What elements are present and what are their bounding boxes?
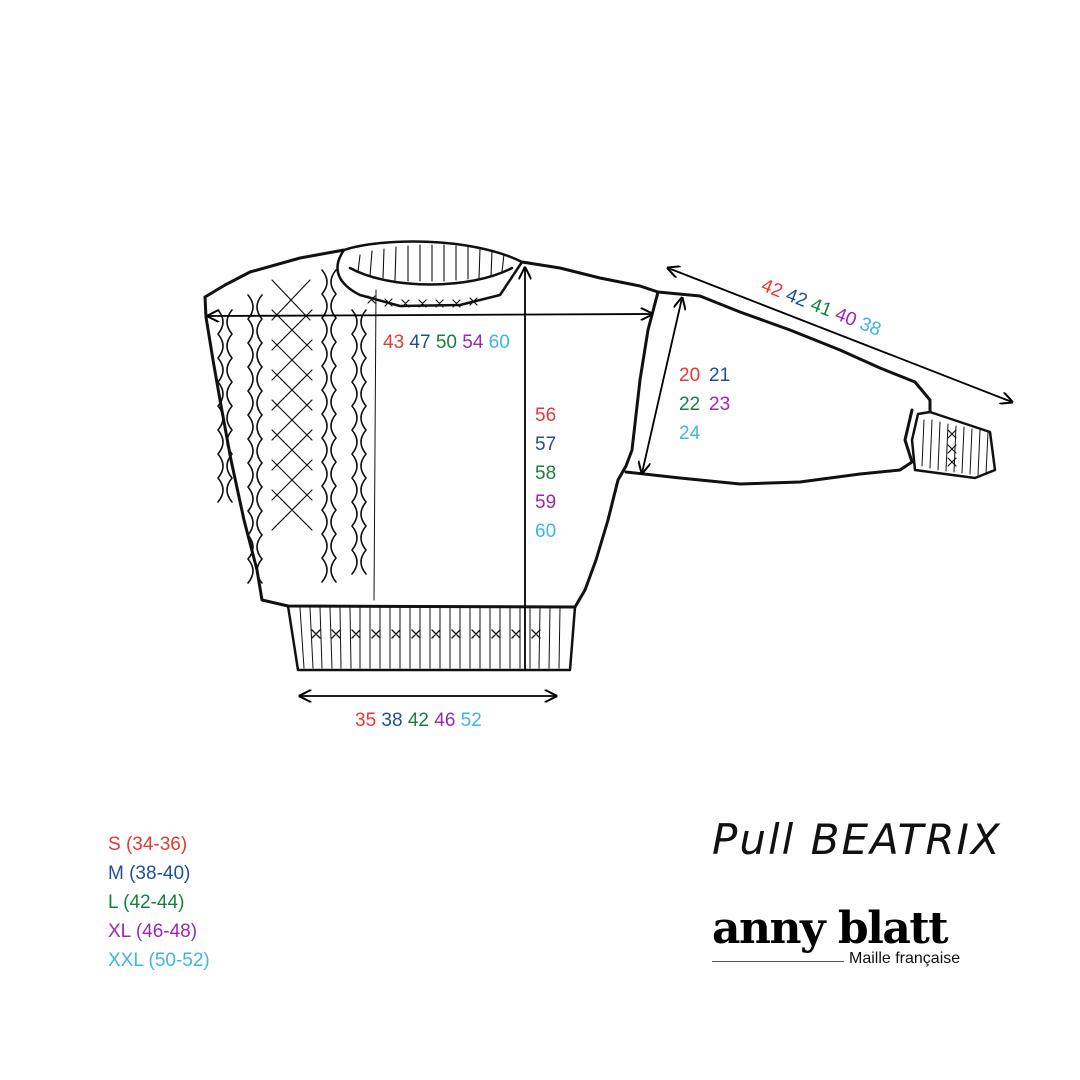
armhole-depth-value: 24	[679, 423, 701, 444]
chest-width-values: 43 47 50 54 60	[383, 332, 510, 353]
dimension-lines	[208, 268, 1012, 696]
hem-width-value: 42	[403, 710, 429, 731]
size-legend-item: XL (46-48)	[108, 921, 198, 942]
body-length-value: 58	[535, 463, 556, 484]
pattern-title: Pull BEATRIX	[712, 815, 1002, 864]
chest-width-arrow	[208, 314, 652, 316]
hem-width-value: 38	[376, 710, 402, 731]
armhole-depth-values: 20 21 22 23 24	[679, 365, 730, 444]
armhole-depth-value: 23	[709, 394, 730, 415]
brand-name: anny blatt	[712, 903, 949, 954]
bottom-ribbing	[286, 604, 577, 672]
chest-width-value: 54	[457, 332, 484, 353]
measurement-labels: 43 47 50 54 60 35 38 42 46 52 56 57 58 59 60…	[355, 275, 884, 731]
brand-divider	[712, 961, 844, 962]
chest-width-value: 60	[483, 332, 509, 353]
size-legend-item: M (38-40)	[108, 863, 191, 884]
size-legend-item: L (42-44)	[108, 892, 185, 913]
armhole-depth-value: 22	[679, 394, 700, 415]
hem-width-value: 46	[429, 710, 455, 731]
body-length-value: 60	[535, 521, 556, 542]
chest-width-value: 47	[404, 332, 430, 353]
size-legend: S (34-36) M (38-40) L (42-44) XL (46-48)…	[108, 830, 210, 975]
size-legend-item: XXL (50-52)	[108, 950, 210, 971]
sleeve-length-arrow	[668, 268, 1012, 402]
chest-width-value: 43	[383, 332, 404, 353]
sweater-drawing	[203, 240, 997, 672]
brand-logo: anny blatt Maille française	[712, 903, 977, 967]
body-length-value: 57	[535, 434, 556, 455]
armhole-depth-value: 21	[709, 365, 730, 386]
cable-pattern	[217, 269, 377, 601]
armhole-depth-value: 20	[679, 365, 700, 386]
brand-tagline: Maille française	[849, 950, 961, 967]
chest-width-value: 50	[431, 332, 457, 353]
hem-width-values: 35 38 42 46 52	[355, 710, 482, 731]
size-legend-item: S (34-36)	[108, 834, 188, 855]
body-length-value: 59	[535, 492, 556, 513]
hem-width-value: 52	[455, 710, 481, 731]
sleeve-length-values: 42 42 41 40 38	[758, 275, 884, 341]
body-length-value: 56	[535, 405, 556, 426]
body-outline	[203, 248, 660, 609]
sleeve-outline	[624, 290, 932, 486]
hem-width-value: 35	[355, 710, 376, 731]
cuff	[910, 410, 997, 480]
body-length-values: 56 57 58 59 60	[535, 405, 556, 542]
neckline	[336, 240, 524, 308]
